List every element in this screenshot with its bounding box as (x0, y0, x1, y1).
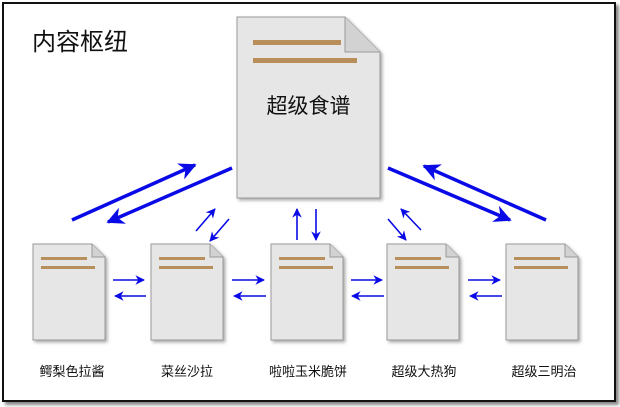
arrow-node2-to-hub (195, 208, 216, 232)
inner-arrows (195, 208, 422, 242)
node-document-icon-3 (270, 243, 344, 341)
node-document-icon-1 (32, 243, 106, 341)
node-document-icon-4 (386, 243, 460, 341)
node-document-icon-2 (150, 243, 224, 341)
neighbour-arrows (113, 275, 502, 301)
node-label-5: 超级三明治 (511, 365, 577, 380)
node-document-icon-5 (505, 243, 579, 341)
arrow-node4-to-hub (400, 208, 422, 231)
node-label-2: 菜丝沙拉 (160, 365, 213, 380)
arrow-hub-to-node1 (106, 166, 233, 224)
node-label-4: 超级大热狗 (391, 365, 457, 380)
arrow-hub-to-node2 (209, 218, 230, 242)
arrow-node5-to-hub (422, 164, 547, 222)
hub-document-icon (236, 16, 381, 199)
hub-label: 超级食谱 (266, 94, 351, 118)
arrow-node1-to-hub (71, 163, 197, 222)
node-label-3: 啦啦玉米脆饼 (268, 365, 347, 380)
hub-arrows (71, 163, 547, 224)
arrow-hub-to-node4 (387, 218, 407, 241)
diagram-title: 内容枢纽 (32, 28, 128, 56)
node-label-1: 鳄梨色拉酱 (39, 365, 105, 380)
arrow-hub-to-node5 (387, 166, 512, 222)
